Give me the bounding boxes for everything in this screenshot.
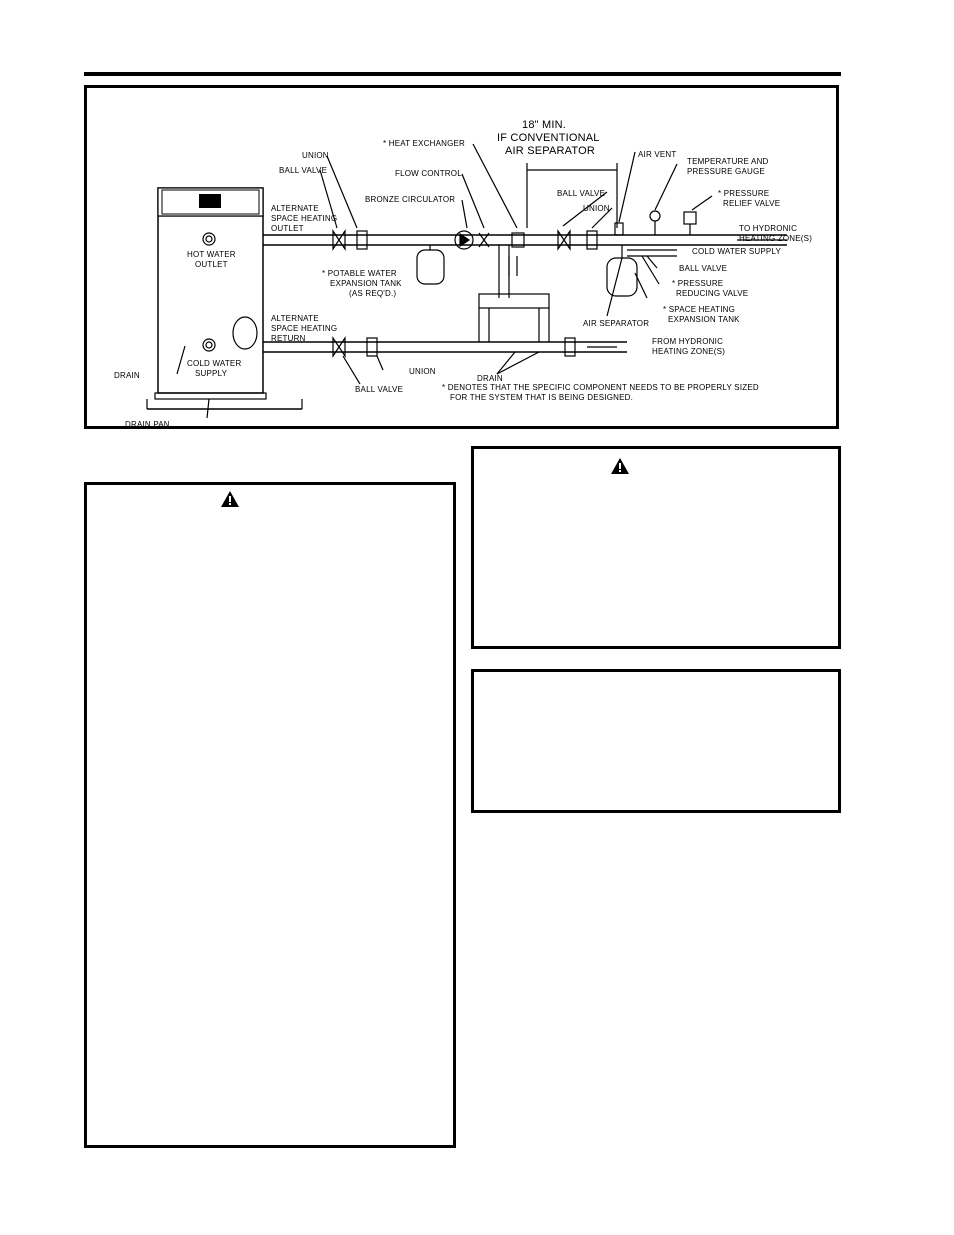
dimension-label-3: AIR SEPARATOR	[505, 145, 595, 157]
label-bronze-circulator: BRONZE CIRCULATOR	[365, 195, 455, 204]
label-hot-water-outlet-2: OUTLET	[195, 260, 228, 269]
label-alt-return-1: ALTERNATE	[271, 314, 319, 323]
label-cold-water-supply-right: COLD WATER SUPPLY	[692, 247, 782, 256]
label-potable-tank-1: * POTABLE WATER	[322, 269, 397, 278]
label-relief-valve-2: RELIEF VALVE	[723, 199, 780, 208]
warning-box-right	[471, 446, 841, 649]
label-drain-pan: DRAIN PAN	[125, 420, 170, 429]
label-ball-valve-bottom: BALL VALVE	[355, 385, 403, 394]
piping-diagram-drawing: 18" MIN. IF CONVENTIONAL AIR SEPARATOR U…	[114, 119, 812, 429]
label-temp-gauge-2: PRESSURE GAUGE	[687, 167, 765, 176]
footnote-line-2: FOR THE SYSTEM THAT IS BEING DESIGNED.	[450, 393, 633, 402]
label-potable-tank-2: EXPANSION TANK	[330, 279, 402, 288]
label-alt-return-3: RETURN	[271, 334, 306, 343]
warning-triangle-icon	[611, 458, 629, 474]
warning-box-left	[84, 482, 456, 1148]
label-union-bottom: UNION	[409, 367, 436, 376]
label-alt-outlet-1: ALTERNATE	[271, 204, 319, 213]
label-relief-valve-1: * PRESSURE	[718, 189, 769, 198]
warning-triangle-icon	[221, 491, 239, 507]
label-alt-outlet-2: SPACE HEATING	[271, 214, 337, 223]
footnote-line-1: * DENOTES THAT THE SPECIFIC COMPONENT NE…	[442, 383, 759, 392]
label-from-zone-1: FROM HYDRONIC	[652, 337, 723, 346]
label-sh-tank-1: * SPACE HEATING	[663, 305, 735, 314]
piping-diagram: 18" MIN. IF CONVENTIONAL AIR SEPARATOR U…	[84, 85, 839, 429]
label-union-top-left: UNION	[302, 151, 329, 160]
dimension-label-2: IF CONVENTIONAL	[497, 132, 600, 144]
label-to-zone-1: TO HYDRONIC	[739, 224, 797, 233]
dimension-label-1: 18" MIN.	[522, 119, 566, 131]
label-ball-valve-top-right: BALL VALVE	[557, 189, 605, 198]
label-alt-return-2: SPACE HEATING	[271, 324, 337, 333]
label-ball-valve-top-left: BALL VALVE	[279, 166, 327, 175]
label-hot-water-outlet-1: HOT WATER	[187, 250, 236, 259]
top-rule	[84, 72, 841, 76]
label-potable-tank-3: (AS REQ'D.)	[349, 289, 396, 298]
label-reducing-valve-2: REDUCING VALVE	[676, 289, 748, 298]
label-cold-water-supply-2: SUPPLY	[195, 369, 228, 378]
label-to-zone-2: HEATING ZONE(S)	[739, 234, 812, 243]
label-sh-tank-2: EXPANSION TANK	[668, 315, 740, 324]
label-from-zone-2: HEATING ZONE(S)	[652, 347, 725, 356]
label-heat-exchanger: * HEAT EXCHANGER	[383, 139, 465, 148]
label-alt-outlet-3: OUTLET	[271, 224, 304, 233]
label-drain-left: DRAIN	[114, 371, 140, 380]
label-temp-gauge-1: TEMPERATURE AND	[687, 157, 769, 166]
label-flow-control: FLOW CONTROL	[395, 169, 462, 178]
label-ball-valve-right: BALL VALVE	[679, 264, 727, 273]
label-air-separator: AIR SEPARATOR	[583, 319, 649, 328]
label-cold-water-supply-1: COLD WATER	[187, 359, 241, 368]
label-air-vent: AIR VENT	[638, 150, 677, 159]
label-reducing-valve-1: * PRESSURE	[672, 279, 723, 288]
label-union-top-right: UNION	[583, 204, 610, 213]
label-drain-center: DRAIN	[477, 374, 503, 383]
note-box-right	[471, 669, 841, 813]
